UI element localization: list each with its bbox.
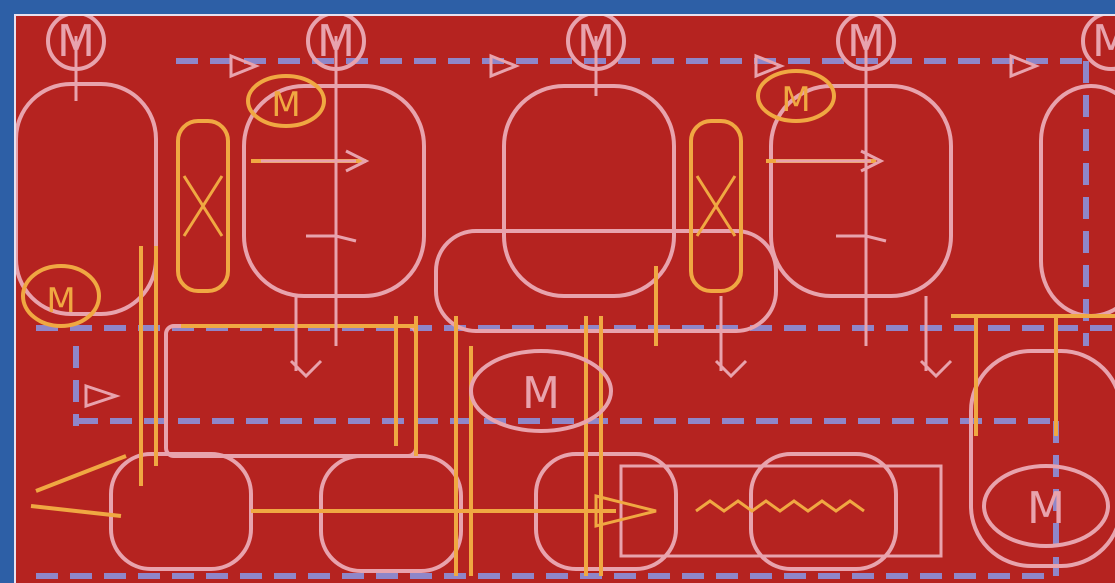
vessel-3 xyxy=(502,84,676,298)
pipe-right-risers xyxy=(654,266,1058,436)
vessel-1 xyxy=(16,82,158,316)
arrow-feed-1 xyxy=(261,149,370,173)
column-2-packing xyxy=(695,175,737,237)
motor-10: M xyxy=(982,464,1110,548)
arrow-signal-2 xyxy=(489,53,521,79)
vessel-lower-right xyxy=(969,349,1115,568)
arrow-feed-2 xyxy=(776,149,885,173)
arrow-signal-3 xyxy=(754,53,786,79)
column-2 xyxy=(689,119,743,293)
vessel-4 xyxy=(769,84,953,298)
tank-middle xyxy=(434,229,778,333)
svg-text:M: M xyxy=(271,85,300,125)
motor-2: M xyxy=(306,16,366,71)
motor-8: M xyxy=(21,264,101,328)
pipe-left-branch xyxy=(30,454,127,518)
vessel-2 xyxy=(242,84,426,298)
schematic-border: M M M M M xyxy=(14,14,1115,583)
level-marks xyxy=(306,234,887,243)
vessels xyxy=(16,82,1115,573)
process-schematic: M M M M M xyxy=(16,16,1115,583)
svg-text:M: M xyxy=(1027,483,1065,534)
heat-exchanger-box xyxy=(619,464,943,558)
svg-text:M: M xyxy=(522,368,560,419)
motor-6: M xyxy=(246,74,326,128)
motor-4: M xyxy=(836,16,896,71)
pipe-lower-risers xyxy=(394,316,418,456)
tank-bottom-2 xyxy=(319,454,463,573)
motor-7: M xyxy=(756,69,836,123)
svg-text:M: M xyxy=(46,281,75,321)
flow-arrow-bottom xyxy=(594,494,657,528)
svg-text:M: M xyxy=(577,16,615,67)
motor-3: M xyxy=(566,16,626,71)
arrow-signal-4 xyxy=(1009,53,1041,79)
motor-1: M xyxy=(46,16,106,71)
column-1 xyxy=(176,119,230,293)
svg-text:M: M xyxy=(781,80,810,120)
pipe-left-vertical xyxy=(139,246,158,486)
schematic-background xyxy=(16,16,1115,583)
motor-9: M xyxy=(469,349,613,433)
svg-text:M: M xyxy=(317,16,355,67)
svg-text:M: M xyxy=(57,16,95,67)
drain-arrows xyxy=(289,296,953,379)
motor-5: M xyxy=(1081,16,1115,71)
heating-coil xyxy=(695,499,865,513)
column-1-packing xyxy=(182,175,224,237)
arrow-signal-1 xyxy=(229,53,261,79)
arrow-signal-left xyxy=(84,383,121,409)
svg-text:M: M xyxy=(1092,16,1115,67)
svg-text:M: M xyxy=(847,16,885,67)
motor-symbols: M M M M M xyxy=(21,16,1115,548)
pipes xyxy=(30,119,1115,576)
